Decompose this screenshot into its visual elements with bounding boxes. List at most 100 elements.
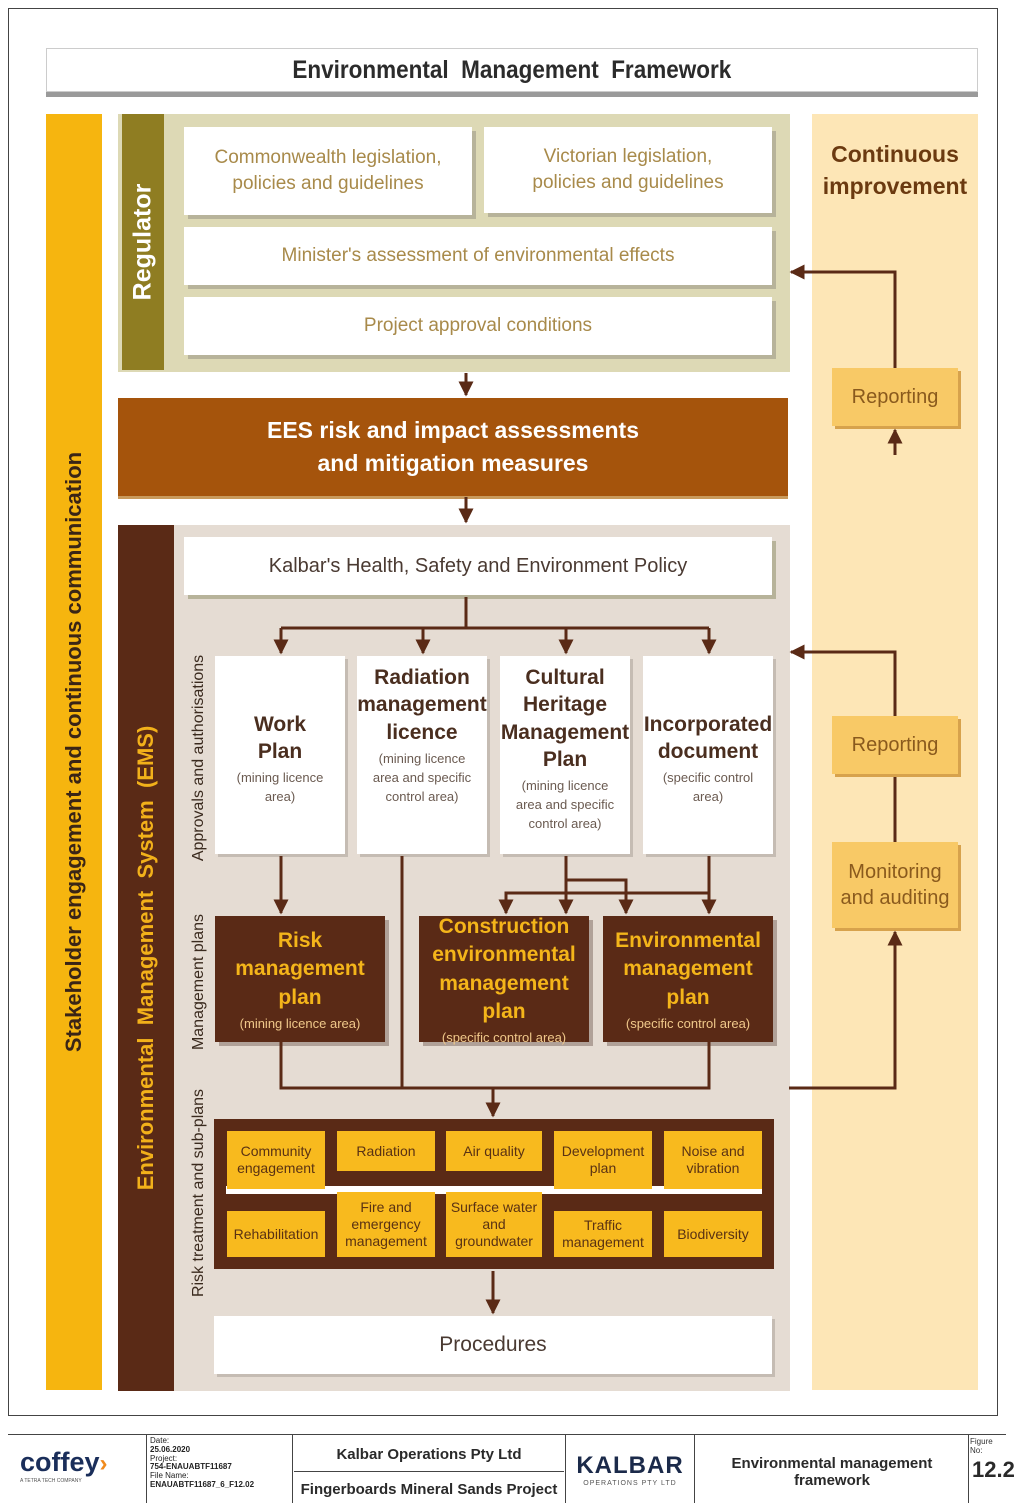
ees-line-2: and mitigation measures bbox=[317, 450, 589, 476]
date-label: Date: bbox=[150, 1436, 170, 1445]
reporting-box-top: Reporting bbox=[832, 368, 958, 426]
environmental-plan-box: Environmental management plan (specific … bbox=[603, 916, 773, 1042]
reporting-top-text: Reporting bbox=[851, 386, 939, 408]
footer-figure-title-text: Environmental management framework bbox=[731, 1455, 933, 1489]
construction-plan-title-1: Construction bbox=[438, 914, 570, 938]
footer-company: Kalbar Operations Pty Ltd bbox=[294, 1439, 564, 1469]
victorian-line-2: policies and guidelines bbox=[532, 172, 724, 193]
radiation-sub-2: area and specific bbox=[372, 769, 472, 785]
arrow-to-monitoring bbox=[789, 930, 903, 1090]
minister-assessment-box: Minister's assessment of environmental e… bbox=[184, 227, 772, 285]
ees-line-1: EES risk and impact assessments bbox=[266, 416, 640, 443]
coffey-wordmark: coffey bbox=[20, 1447, 100, 1477]
monitoring-line-1: Monitoring bbox=[848, 861, 942, 883]
cultural-title-1: Cultural bbox=[525, 666, 605, 689]
reporting-box-mid: Reporting bbox=[832, 716, 958, 774]
kalbar-sub: OPERATIONS PTY LTD bbox=[583, 1479, 677, 1487]
risk-plan-sub: (mining licence area) bbox=[239, 1016, 361, 1032]
cultural-title-4: Plan bbox=[542, 747, 588, 771]
subplans-divider bbox=[226, 1186, 762, 1194]
incorporated-sub: (specific control area) bbox=[663, 769, 753, 807]
subplan-development-1: Development bbox=[561, 1143, 645, 1160]
footer-divider-4 bbox=[694, 1435, 695, 1503]
subplan-noise-vibration: Noise and vibration bbox=[664, 1131, 762, 1189]
ees-assessment-box: EES risk and impact assessments and miti… bbox=[118, 398, 788, 496]
incorporated-sub-1: (specific control bbox=[662, 770, 754, 786]
project-value: 754-ENAUABTF11687 bbox=[150, 1462, 232, 1472]
footer-project-name: Fingerboards Mineral Sands Project bbox=[294, 1475, 564, 1503]
footer-divider-2 bbox=[292, 1435, 293, 1503]
subplan-water-2: and bbox=[482, 1216, 506, 1233]
footer-divider-3 bbox=[565, 1435, 566, 1503]
procedures-text: Procedures bbox=[439, 1333, 547, 1356]
file-value: ENAUABTF11687_6_F12.02 bbox=[150, 1479, 255, 1489]
construction-plan-title-2: environmental bbox=[432, 943, 576, 967]
subplan-noise-1: Noise and bbox=[681, 1143, 745, 1160]
minister-assessment-text: Minister's assessment of environmental e… bbox=[281, 245, 675, 267]
incorporated-document-card: Incorporated document (specific control a… bbox=[643, 656, 773, 854]
subplan-radiation: Radiation bbox=[337, 1131, 435, 1171]
environmental-plan-title-1: Environmental bbox=[615, 928, 761, 952]
radiation-sub-3: control area) bbox=[385, 788, 459, 804]
subplan-fire-1: Fire and bbox=[360, 1199, 412, 1216]
subplan-fire-3: management bbox=[345, 1232, 427, 1249]
work-plan-sub-2: area) bbox=[264, 789, 296, 805]
stakeholder-column: Stakeholder engagement and continuous co… bbox=[46, 114, 102, 1390]
subplan-rehabilitation: Rehabilitation bbox=[227, 1211, 325, 1257]
environmental-plan-sub: (specific control area) bbox=[625, 1016, 751, 1032]
subplan-fire-emergency: Fire and emergency management bbox=[337, 1192, 435, 1257]
coffey-chevron-icon: › bbox=[99, 1450, 108, 1477]
project-approval-text: Project approval conditions bbox=[363, 315, 593, 337]
radiation-licence-card: Radiation management licence (mining lic… bbox=[357, 656, 487, 854]
commonwealth-line-1: Commonwealth legislation, bbox=[214, 147, 442, 169]
footer-figure-title: Environmental management framework bbox=[696, 1455, 968, 1489]
coffey-logo: coffey› A TETRA TECH COMPANY bbox=[20, 1447, 130, 1484]
procedures-box: Procedures bbox=[214, 1316, 772, 1374]
reporting-mid-text: Reporting bbox=[851, 734, 939, 756]
arrow-incorp-to-construction bbox=[498, 856, 711, 915]
risk-management-plan-box: Risk management plan (mining licence are… bbox=[215, 916, 385, 1042]
monitoring-auditing-box: Monitoring and auditing bbox=[832, 842, 958, 928]
kalbar-wordmark: KALBAR bbox=[576, 1451, 684, 1479]
arrow-cultural-to-env bbox=[564, 856, 634, 915]
continuous-title-line-1: Continuous bbox=[831, 141, 959, 167]
footer-divider-h bbox=[294, 1471, 564, 1472]
subplan-traffic-2: management bbox=[562, 1234, 644, 1250]
subplan-community-1: Community bbox=[240, 1143, 312, 1160]
radiation-title-2: management bbox=[357, 693, 487, 717]
incorporated-title-2: document bbox=[657, 740, 759, 764]
construction-plan-title-3: management plan bbox=[439, 971, 569, 1023]
subplan-air-quality: Air quality bbox=[446, 1131, 542, 1171]
hse-policy-text: Kalbar's Health, Safety and Environment … bbox=[268, 554, 688, 577]
commonwealth-line-2: policies and guidelines bbox=[232, 173, 424, 194]
project-label: Project: bbox=[150, 1453, 178, 1463]
work-plan-sub-1: (mining licence bbox=[236, 770, 324, 786]
victorian-line-1: Victorian legislation, bbox=[543, 146, 713, 168]
project-approval-box: Project approval conditions bbox=[184, 297, 772, 355]
figure-no-label: Figure No: bbox=[970, 1437, 993, 1455]
incorporated-sub-2: area) bbox=[692, 789, 724, 805]
page-frame bbox=[8, 8, 998, 1416]
subplan-development-2: plan bbox=[589, 1160, 617, 1176]
kalbar-logo: KALBAR OPERATIONS PTY LTD bbox=[568, 1447, 692, 1491]
cultural-sub-1: (mining licence bbox=[521, 778, 609, 794]
cultural-title-2: Heritage bbox=[522, 693, 608, 717]
footer-project-name-text: Fingerboards Mineral Sands Project bbox=[300, 1480, 558, 1498]
subplan-rehabilitation-text: Rehabilitation bbox=[233, 1225, 319, 1242]
radiation-title-3: licence bbox=[386, 720, 458, 744]
date-value: 25.06.2020 bbox=[150, 1444, 191, 1454]
subplan-water-3: groundwater bbox=[455, 1232, 533, 1249]
arrow-reporting-to-ems bbox=[789, 644, 897, 716]
footer-divider-1 bbox=[146, 1435, 147, 1503]
hse-policy-box: Kalbar's Health, Safety and Environment … bbox=[184, 537, 772, 595]
cultural-heritage-card: Cultural Heritage Management Plan (minin… bbox=[500, 656, 630, 854]
incorporated-title-1: Incorporated bbox=[643, 712, 773, 736]
monitoring-line-2: and auditing bbox=[840, 887, 950, 909]
subplan-community-2: engagement bbox=[237, 1160, 315, 1176]
cultural-sub-2: area and specific bbox=[515, 797, 615, 813]
work-plan-sub: (mining licence area) bbox=[237, 769, 324, 807]
subplan-fire-2: emergency bbox=[351, 1216, 421, 1233]
